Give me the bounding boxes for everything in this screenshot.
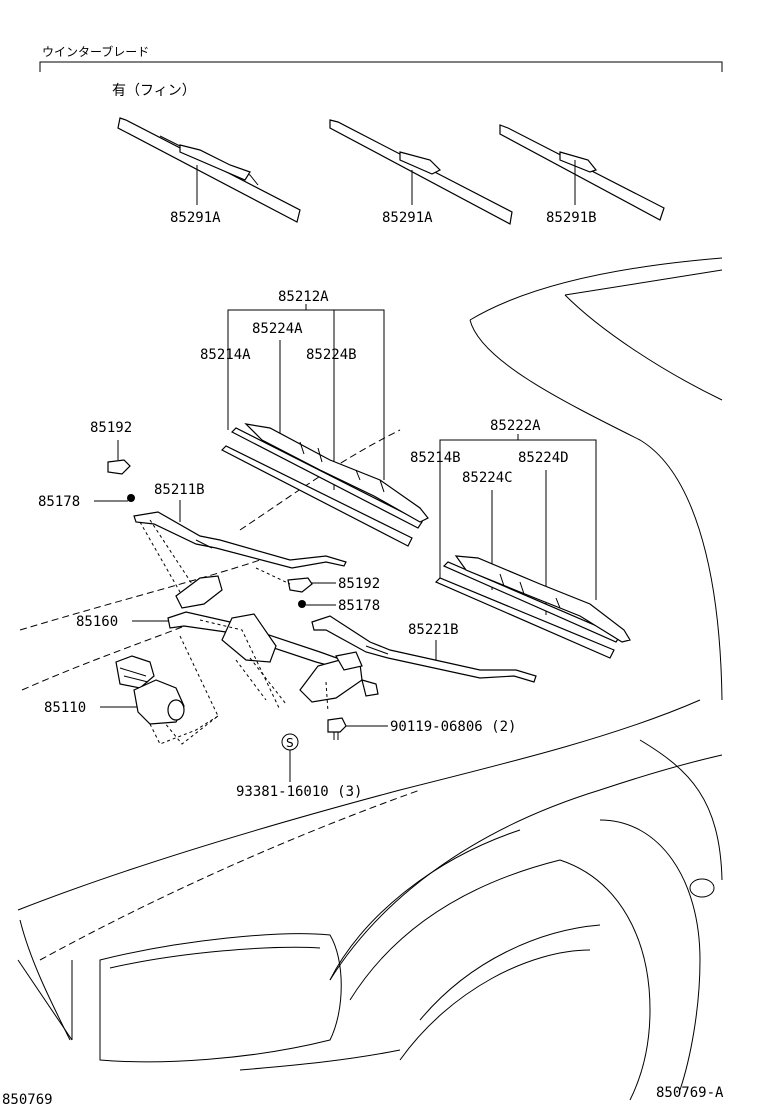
label-85221B: 85221B bbox=[408, 622, 459, 638]
wiper-arm-right bbox=[311, 615, 537, 683]
label-85291B: 85291B bbox=[546, 210, 597, 226]
blade-assembly-left bbox=[220, 423, 429, 547]
assembly-guide-line bbox=[139, 521, 181, 593]
label-85211B: 85211B bbox=[154, 482, 205, 498]
label-90119-06806: 90119-06806 (2) bbox=[390, 719, 516, 735]
cap-icon bbox=[107, 459, 131, 475]
label-85160: 85160 bbox=[76, 614, 118, 630]
label-85110: 85110 bbox=[44, 700, 86, 716]
label-85222A: 85222A bbox=[490, 418, 541, 434]
assembly-guide-line bbox=[249, 657, 287, 705]
assembly-guide-line bbox=[149, 715, 219, 745]
nut-icon bbox=[298, 600, 306, 608]
s-mark-text: S bbox=[286, 736, 294, 750]
cap-icon bbox=[287, 577, 313, 593]
label-85224D: 85224D bbox=[518, 450, 569, 466]
wiper-link-icon bbox=[167, 575, 379, 703]
assembly-guide-line bbox=[235, 659, 267, 701]
nut-icon bbox=[127, 494, 135, 502]
standard-part-s-mark-icon: S bbox=[281, 733, 299, 751]
label-85291A-1: 85291A bbox=[170, 210, 221, 226]
wiper-arm-left bbox=[133, 511, 347, 569]
assembly-guide-line bbox=[149, 519, 197, 591]
label-85224C: 85224C bbox=[462, 470, 513, 486]
header-bracket bbox=[39, 61, 723, 72]
option-note: 有（フィン） bbox=[112, 83, 196, 99]
car-body-outline bbox=[17, 257, 723, 1101]
label-85291A-2: 85291A bbox=[382, 210, 433, 226]
label-85214B: 85214B bbox=[410, 450, 461, 466]
blade-assembly-right bbox=[434, 555, 631, 659]
assembly-guide-line bbox=[199, 619, 281, 711]
label-85224A: 85224A bbox=[252, 321, 303, 337]
winter-blade-1 bbox=[117, 117, 301, 223]
wiper-motor-icon bbox=[115, 655, 185, 725]
header-title: ウインターブレード bbox=[42, 44, 149, 59]
winter-blade-3 bbox=[499, 124, 665, 221]
label-85192-mid: 85192 bbox=[338, 576, 380, 592]
bolt-icon bbox=[327, 717, 347, 740]
winter-blade-2 bbox=[329, 119, 513, 225]
label-93381-16010: 93381-16010 (3) bbox=[236, 784, 362, 800]
label-85192-top: 85192 bbox=[90, 420, 132, 436]
assembly-guide-line bbox=[255, 567, 291, 585]
label-85214A: 85214A bbox=[200, 347, 251, 363]
label-85224B: 85224B bbox=[306, 347, 357, 363]
assembly-guide-line bbox=[325, 681, 329, 713]
label-85178-top: 85178 bbox=[38, 494, 80, 510]
label-85178-mid: 85178 bbox=[338, 598, 380, 614]
label-85212A: 85212A bbox=[278, 289, 329, 305]
footer-left-code: 850769 bbox=[2, 1092, 53, 1108]
footer-right-code: 850769-A bbox=[656, 1085, 724, 1101]
